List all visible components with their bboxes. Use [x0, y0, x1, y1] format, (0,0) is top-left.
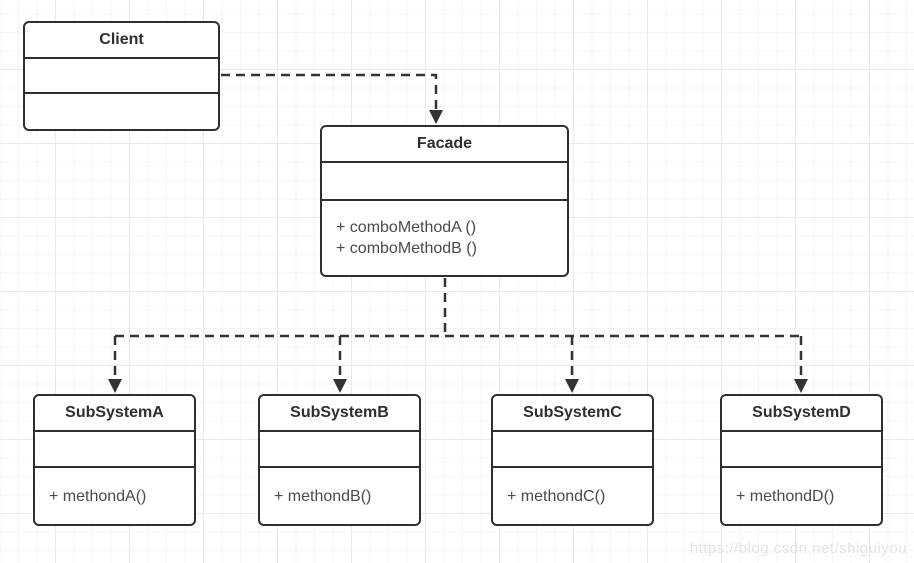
method-line: + methondC() [507, 487, 606, 505]
methods-compartment-subsystem-c: + methondC() [493, 468, 652, 524]
methods-compartment-facade: + comboMethodA () + comboMethodB () [322, 201, 567, 275]
class-box-subsystem-c: SubSystemC + methondC() [491, 394, 654, 526]
arrowhead-subsystem-c [565, 379, 579, 393]
class-box-subsystem-d: SubSystemD + methondD() [720, 394, 883, 526]
class-box-subsystem-b: SubSystemB + methondB() [258, 394, 421, 526]
method-line: + comboMethodB () [336, 240, 477, 257]
attributes-compartment-subsystem-b [260, 432, 419, 468]
method-line: + methondB() [274, 487, 372, 505]
attributes-compartment-subsystem-d [722, 432, 881, 468]
connector-client-facade [221, 73, 438, 110]
arrowhead-subsystem-d [794, 379, 808, 393]
arrowhead-subsystem-a [108, 379, 122, 393]
watermark: https://blog.csdn.net/shiguiyou [689, 540, 907, 557]
class-title-facade: Facade [322, 127, 567, 163]
class-box-facade: Facade + comboMethodA () + comboMethodB … [320, 125, 569, 277]
attributes-compartment-facade [322, 163, 567, 201]
class-title-client: Client [25, 23, 218, 59]
attributes-compartment-client [25, 59, 218, 94]
method-line: + methondD() [736, 487, 835, 505]
method-line: + comboMethodA () [336, 219, 477, 236]
class-box-client: Client [23, 21, 220, 131]
class-box-subsystem-a: SubSystemA + methondA() [33, 394, 196, 526]
arrowhead-subsystem-b [333, 379, 347, 393]
methods-compartment-subsystem-a: + methondA() [35, 468, 194, 524]
attributes-compartment-subsystem-c [493, 432, 652, 468]
class-title-subsystem-b: SubSystemB [260, 396, 419, 432]
methods-compartment-subsystem-d: + methondD() [722, 468, 881, 524]
class-title-subsystem-c: SubSystemC [493, 396, 652, 432]
method-line: + methondA() [49, 487, 147, 505]
class-title-subsystem-d: SubSystemD [722, 396, 881, 432]
attributes-compartment-subsystem-a [35, 432, 194, 468]
arrowhead-client-facade [429, 110, 443, 124]
methods-compartment-subsystem-b: + methondB() [260, 468, 419, 524]
class-title-subsystem-a: SubSystemA [35, 396, 194, 432]
methods-compartment-client [25, 94, 218, 129]
